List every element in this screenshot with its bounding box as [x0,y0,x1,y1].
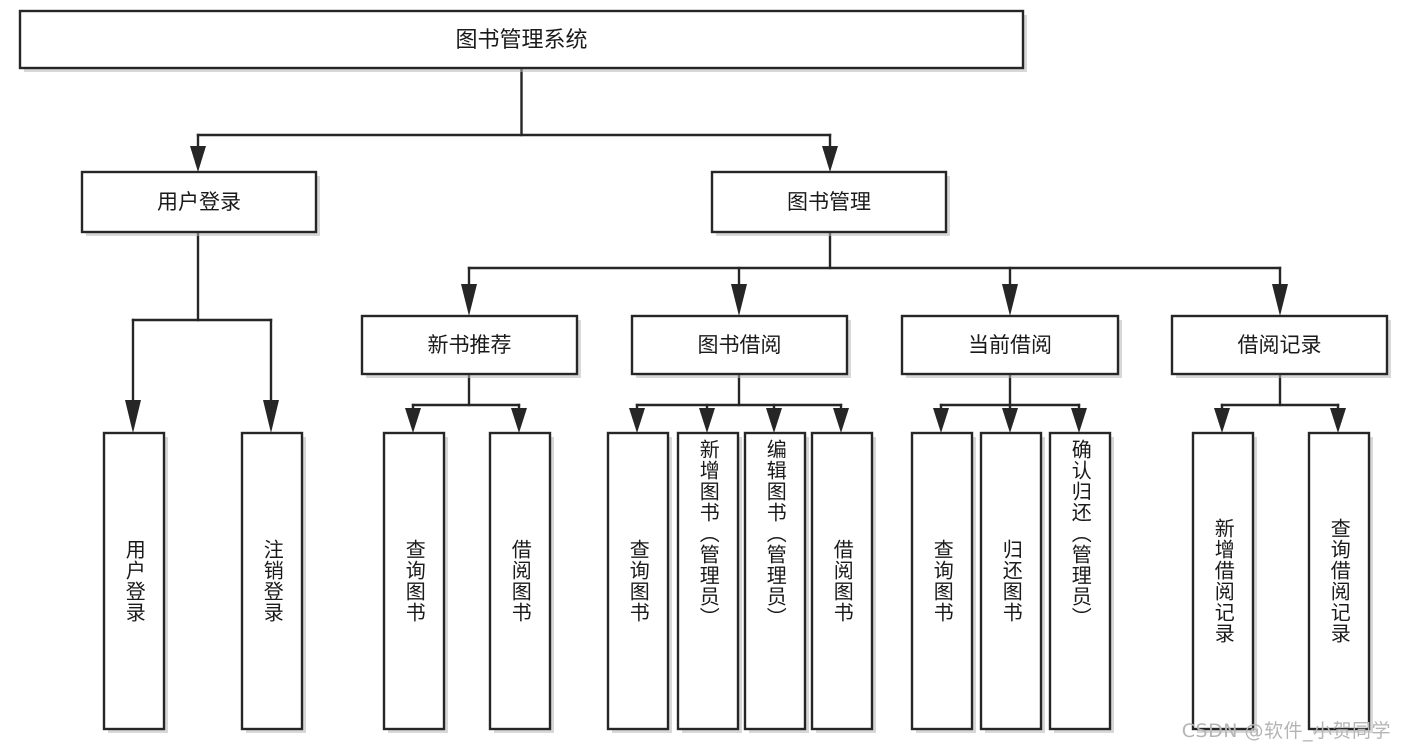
label-leaf-book-borrow-3: 编辑图书（管理员） [763,439,788,628]
label-leaf-current-borrow-1: 查询图书 [930,539,955,623]
node-box-leaf-book-borrow-4[interactable] [810,431,874,731]
label-leaf-book-borrow-1: 查询图书 [626,539,651,623]
node-box-borrow-record[interactable] [1170,314,1389,376]
label-root: 图书管理系统 [455,28,587,53]
arrow-user-login-c2 [263,400,279,433]
label-leaf-user-login-2: 注销登录 [260,539,285,623]
arrow-to-borrow-record [1272,284,1288,316]
node-box-new-book-recommend[interactable] [360,314,579,376]
edges-group [125,66,1346,433]
arrow-new-book-c1 [405,408,421,433]
arrow-to-new-book [461,284,477,316]
arrow-book-borrow-c2 [699,408,715,433]
node-box-leaf-new-book-2[interactable] [488,431,552,731]
node-box-leaf-book-borrow-1[interactable] [606,431,670,731]
arrow-book-borrow-c3 [766,408,782,433]
arrow-to-book-manage [822,146,838,172]
label-new-book-recommend: 新书推荐 [428,333,512,357]
label-book-borrow: 图书借阅 [698,333,782,357]
arrow-current-borrow-c3 [1071,408,1087,433]
label-leaf-borrow-record-2: 查询借阅记录 [1327,518,1352,644]
arrow-current-borrow-c2 [1002,408,1018,433]
label-leaf-book-borrow-4: 借阅图书 [830,539,855,623]
node-box-book-manage[interactable] [710,170,948,234]
arrow-borrow-record-c2 [1330,408,1346,433]
node-box-leaf-user-login-1[interactable] [102,431,166,731]
node-box-leaf-borrow-record-2[interactable] [1307,431,1371,731]
label-current-borrow: 当前借阅 [968,333,1052,357]
label-leaf-borrow-record-1: 新增借阅记录 [1211,518,1236,644]
label-user-login: 用户登录 [157,190,241,214]
arrow-to-book-borrow [731,284,747,316]
label-leaf-current-borrow-2: 归还图书 [999,539,1024,623]
node-box-leaf-current-borrow-2[interactable] [979,431,1043,731]
node-box-leaf-book-borrow-2[interactable] [676,431,740,731]
label-leaf-book-borrow-2: 新增图书（管理员） [696,439,721,628]
label-leaf-user-login-1: 用户登录 [122,539,147,623]
label-leaf-current-borrow-3: 确认归还（管理员） [1068,439,1093,628]
label-leaf-new-book-2: 借阅图书 [508,539,533,623]
node-box-leaf-new-book-1[interactable] [382,431,446,731]
arrow-book-borrow-c1 [629,408,645,433]
nodes-group [18,9,1391,733]
arrow-to-current-borrow [1002,284,1018,316]
horizontal-labels-group: 图书管理系统 用户登录 图书管理 新书推荐 图书借阅 当前借阅 借阅记录 [157,28,1322,357]
arrow-book-borrow-c4 [833,408,849,433]
node-box-current-borrow[interactable] [900,314,1120,376]
arrow-borrow-record-c1 [1214,408,1230,433]
node-box-book-borrow[interactable] [630,314,849,376]
arrow-current-borrow-c1 [933,408,949,433]
arrow-user-login-c1 [125,400,141,433]
watermark-text: CSDN @软件_小贺同学 [1181,720,1391,742]
node-box-leaf-book-borrow-3[interactable] [743,431,807,731]
node-box-leaf-current-borrow-1[interactable] [910,431,974,731]
node-box-leaf-borrow-record-1[interactable] [1191,431,1255,731]
arrow-new-book-c2 [511,408,527,433]
node-box-leaf-current-borrow-3[interactable] [1048,431,1112,731]
node-box-user-login[interactable] [80,170,318,234]
node-box-root[interactable] [18,9,1025,70]
label-borrow-record: 借阅记录 [1238,333,1322,357]
label-leaf-new-book-1: 查询图书 [402,539,427,623]
arrow-to-user-login [190,146,206,172]
label-book-manage: 图书管理 [787,190,871,214]
node-box-leaf-user-login-2[interactable] [240,431,304,731]
